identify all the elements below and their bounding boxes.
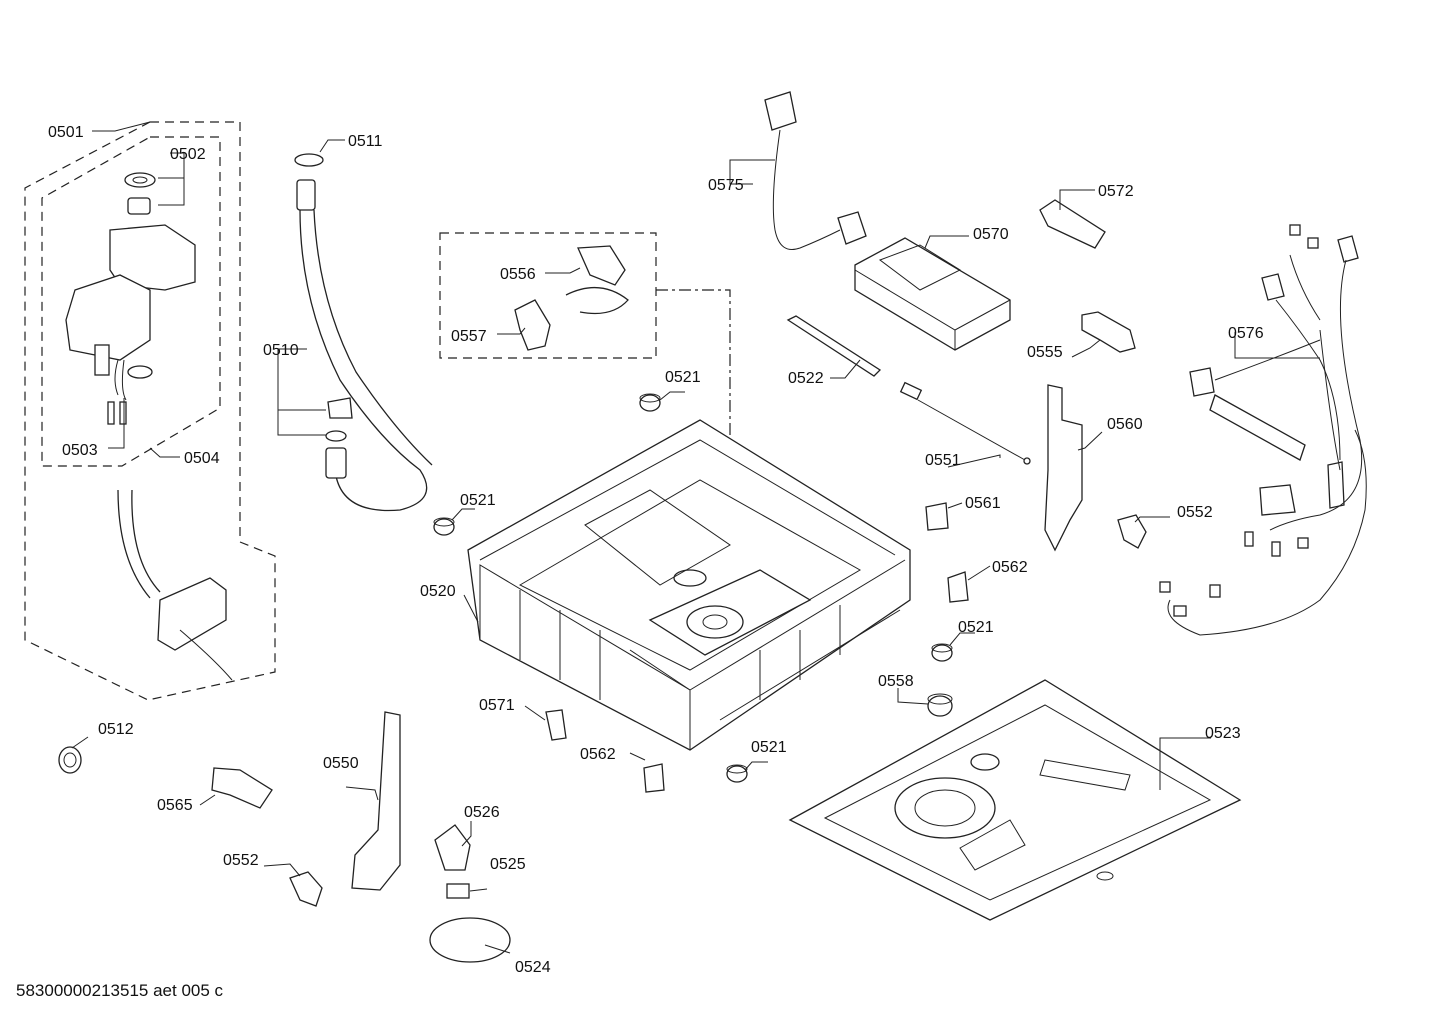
- inlet-valve: [65, 172, 196, 425]
- group-0556-boundary: [439, 232, 657, 359]
- callout-0521-left: 0521: [460, 492, 496, 509]
- callout-0550: 0550: [323, 755, 359, 772]
- buffer-0521-right: [931, 643, 953, 662]
- float-bracket-0556: [565, 245, 629, 315]
- callout-0556: 0556: [500, 266, 536, 283]
- inlet-hose-assembly: [117, 489, 233, 681]
- clamp-0512: [58, 746, 82, 774]
- base-plate-0523: [788, 679, 1242, 921]
- callout-0521-bottom: 0521: [751, 739, 787, 756]
- holder-0552-right: [1117, 514, 1147, 549]
- sensor-rod-0551: [899, 381, 1031, 465]
- o-ring: [325, 430, 347, 442]
- callout-0570: 0570: [973, 226, 1009, 243]
- callout-0575: 0575: [708, 177, 744, 194]
- hinge-0565: [211, 767, 273, 809]
- clip-0561: [925, 502, 949, 531]
- callout-0521-top: 0521: [665, 369, 701, 386]
- group-link-line: [656, 289, 731, 440]
- callout-0520: 0520: [420, 583, 456, 600]
- callout-0523: 0523: [1205, 725, 1241, 742]
- hose-clip: [327, 397, 353, 419]
- callout-0565: 0565: [157, 797, 193, 814]
- callout-0510: 0510: [263, 342, 299, 359]
- hose-clamp-0511: [294, 153, 324, 167]
- rail-0560: [1044, 384, 1083, 552]
- disc-0524: [429, 917, 511, 963]
- drain-hose: [296, 179, 433, 512]
- holder-0552-left: [289, 871, 323, 907]
- group-0501-boundary: [24, 121, 276, 701]
- callout-0558: 0558: [878, 673, 914, 690]
- group-0502-boundary: [41, 136, 221, 467]
- leader-lines: [71, 121, 1320, 954]
- callout-0571: 0571: [479, 697, 515, 714]
- callout-0561: 0561: [965, 495, 1001, 512]
- callout-0504: 0504: [184, 450, 220, 467]
- buffer-0521-left: [433, 517, 455, 536]
- power-cord-0575: [764, 91, 867, 250]
- callout-0562-bottom: 0562: [580, 746, 616, 763]
- callout-0522: 0522: [788, 370, 824, 387]
- control-module-0570: [854, 237, 1011, 351]
- callout-0512: 0512: [98, 721, 134, 738]
- base-tub-0520: [467, 419, 911, 751]
- spring-0522: [786, 315, 882, 377]
- callout-0511: 0511: [348, 133, 383, 150]
- bracket-0526: [434, 824, 471, 871]
- callout-labels: 0501 0502 0503 0504 0510 0511 0512 0520 …: [48, 124, 1264, 976]
- rail-0550: [351, 711, 401, 891]
- callout-0525: 0525: [490, 856, 526, 873]
- callout-0521-right: 0521: [958, 619, 994, 636]
- callout-0502: 0502: [170, 146, 206, 163]
- callout-0524: 0524: [515, 959, 551, 976]
- sensor-0525: [446, 883, 470, 899]
- callout-0526: 0526: [464, 804, 500, 821]
- drawing-code: 58300000213515 aet 005 c: [16, 981, 224, 1000]
- callout-0560: 0560: [1107, 416, 1143, 433]
- callout-0555: 0555: [1027, 344, 1063, 361]
- buffer-0521-top: [639, 393, 661, 412]
- callout-0501: 0501: [48, 124, 84, 141]
- callout-0503: 0503: [62, 442, 98, 459]
- bracket-0572: [1039, 199, 1106, 249]
- wiring-harness-0576: [1159, 224, 1367, 636]
- float-0557: [514, 299, 551, 351]
- clip-0562-bottom: [643, 763, 665, 793]
- clip-0571: [545, 709, 567, 741]
- callout-0557: 0557: [451, 328, 487, 345]
- buffer-0521-bottom: [726, 764, 748, 783]
- callout-0552-left: 0552: [223, 852, 259, 869]
- hinge-0555: [1081, 311, 1136, 353]
- foot-0558: [927, 693, 953, 717]
- callout-0576: 0576: [1228, 325, 1264, 342]
- callout-0562-right: 0562: [992, 559, 1028, 576]
- clip-0562-right: [947, 571, 969, 603]
- callout-0572: 0572: [1098, 183, 1134, 200]
- callout-0552-right: 0552: [1177, 504, 1213, 521]
- callout-0551: 0551: [925, 452, 961, 469]
